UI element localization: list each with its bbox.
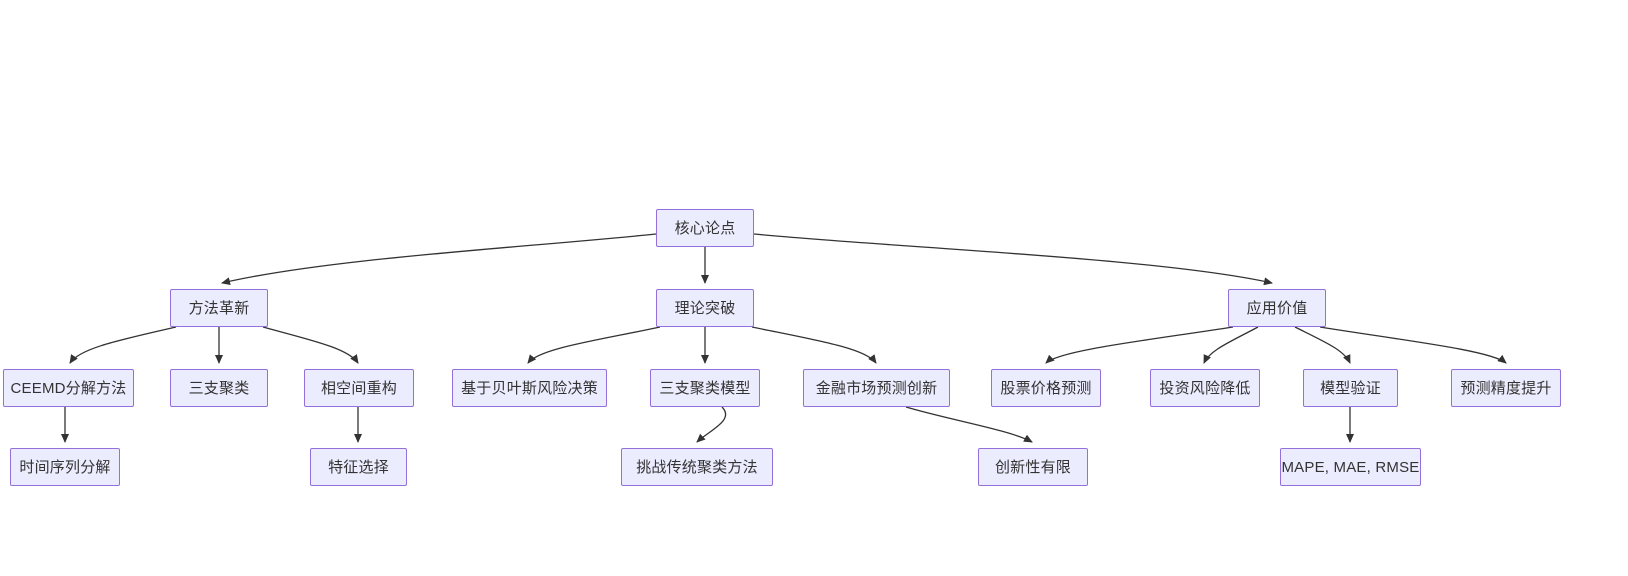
node-limited[interactable]: 创新性有限 [978, 448, 1088, 486]
node-label-bayes: 基于贝叶斯风险决策 [461, 379, 598, 397]
node-twmodel[interactable]: 三支聚类模型 [650, 369, 760, 407]
node-ceemd[interactable]: CEEMD分解方法 [3, 369, 134, 407]
node-label-finance: 金融市场预测创新 [815, 379, 938, 397]
node-label-challenge: 挑战传统聚类方法 [636, 458, 758, 476]
node-label-application: 应用价值 [1246, 299, 1308, 317]
node-root[interactable]: 核心论点 [656, 209, 754, 247]
node-label-tsdecomp: 时间序列分解 [19, 458, 111, 476]
node-label-twmodel: 三支聚类模型 [659, 379, 751, 397]
edge-twmodel-to-challenge [696, 406, 727, 443]
edge-root-to-method [221, 233, 657, 286]
node-label-risk: 投资风险降低 [1159, 379, 1251, 397]
node-label-stock: 股票价格预测 [1000, 379, 1092, 397]
node-label-accuracy: 预测精度提升 [1460, 379, 1552, 397]
node-label-root: 核心论点 [674, 219, 736, 237]
node-bayes[interactable]: 基于贝叶斯风险决策 [452, 369, 607, 407]
edge-method-to-ceemd [69, 326, 177, 364]
edge-root-to-application [753, 233, 1273, 286]
node-label-validate: 模型验证 [1320, 379, 1381, 397]
node-method[interactable]: 方法革新 [170, 289, 268, 327]
node-tsdecomp[interactable]: 时间序列分解 [10, 448, 120, 486]
node-label-ceemd: CEEMD分解方法 [10, 379, 127, 397]
edge-theory-to-finance [751, 326, 877, 364]
node-phase[interactable]: 相空间重构 [304, 369, 414, 407]
node-label-limited: 创新性有限 [994, 458, 1071, 476]
node-label-metrics: MAPE, MAE, RMSE [1281, 458, 1420, 476]
node-label-phase: 相空间重构 [320, 379, 397, 397]
edge-application-to-accuracy [1319, 326, 1507, 364]
edge-application-to-validate [1294, 326, 1351, 364]
node-risk[interactable]: 投资风险降低 [1150, 369, 1260, 407]
edge-method-to-phase [262, 326, 359, 364]
node-application[interactable]: 应用价值 [1228, 289, 1326, 327]
edge-application-to-risk [1203, 326, 1259, 364]
node-label-method: 方法革新 [188, 299, 250, 317]
node-label-feature: 特征选择 [328, 458, 389, 476]
node-label-theory: 理论突破 [674, 299, 736, 317]
node-accuracy[interactable]: 预测精度提升 [1451, 369, 1561, 407]
edge-theory-to-bayes [527, 326, 661, 364]
node-stock[interactable]: 股票价格预测 [991, 369, 1101, 407]
node-metrics[interactable]: MAPE, MAE, RMSE [1280, 448, 1421, 486]
node-finance[interactable]: 金融市场预测创新 [803, 369, 950, 407]
node-label-threeway: 三支聚类 [188, 379, 250, 397]
node-feature[interactable]: 特征选择 [310, 448, 407, 486]
edge-finance-to-limited [905, 406, 1033, 443]
edge-group [61, 233, 1507, 443]
node-challenge[interactable]: 挑战传统聚类方法 [621, 448, 773, 486]
node-threeway[interactable]: 三支聚类 [170, 369, 268, 407]
edge-application-to-stock [1045, 326, 1234, 364]
node-theory[interactable]: 理论突破 [656, 289, 754, 327]
node-validate[interactable]: 模型验证 [1303, 369, 1398, 407]
